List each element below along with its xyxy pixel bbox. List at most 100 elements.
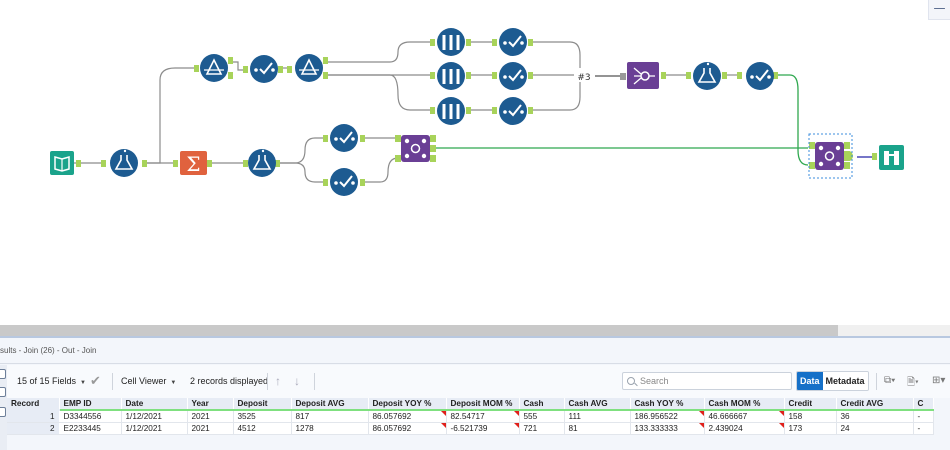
browse-tool[interactable] bbox=[879, 145, 904, 170]
table-cell[interactable]: 4512 bbox=[233, 422, 292, 435]
select-tool[interactable] bbox=[250, 55, 278, 83]
column-header[interactable]: Deposit bbox=[233, 398, 292, 411]
table-cell[interactable]: 81 bbox=[564, 422, 631, 435]
union-tool[interactable] bbox=[627, 62, 659, 89]
column-header[interactable]: Year bbox=[187, 398, 234, 411]
join-tool[interactable] bbox=[401, 135, 430, 162]
table-cell[interactable]: 111 bbox=[564, 410, 631, 423]
union-label: #3 bbox=[577, 73, 590, 83]
multi-row-formula-tool[interactable] bbox=[437, 28, 465, 56]
column-header[interactable]: EMP ID bbox=[59, 398, 122, 411]
select-tool[interactable] bbox=[499, 97, 527, 125]
save-icon[interactable]: 🗎▾ bbox=[907, 377, 919, 388]
table-cell[interactable]: - bbox=[913, 422, 934, 435]
connection bbox=[280, 137, 326, 164]
join-tool-selected[interactable] bbox=[815, 142, 844, 170]
table-cell[interactable]: 817 bbox=[291, 410, 369, 423]
table-cell[interactable]: 86.057692 bbox=[368, 422, 447, 435]
metadata-view-button[interactable]: Metadata bbox=[822, 372, 868, 390]
cell-viewer-dropdown[interactable]: Cell Viewer▼ bbox=[121, 376, 177, 386]
table-cell[interactable]: E2233445 bbox=[59, 422, 122, 435]
minimize-button[interactable]: — bbox=[928, 0, 950, 20]
summarize-tool[interactable]: Σ bbox=[180, 151, 207, 176]
column-header[interactable]: Cash YOY % bbox=[630, 398, 705, 411]
column-header[interactable]: Cash AVG bbox=[564, 398, 631, 411]
records-displayed: 2 records displayed bbox=[190, 376, 269, 386]
arrow-down-icon[interactable]: ↓ bbox=[294, 374, 300, 388]
column-header[interactable]: C bbox=[913, 398, 934, 411]
union-anchor bbox=[620, 73, 626, 80]
filter-tool[interactable] bbox=[295, 54, 323, 82]
side-grid-icon[interactable] bbox=[0, 369, 6, 379]
record-number: 1 bbox=[7, 410, 60, 423]
anchors bbox=[76, 39, 877, 186]
copy-icon[interactable]: ⧉▾ bbox=[884, 375, 896, 386]
table-cell[interactable]: 173 bbox=[784, 422, 837, 435]
search-input[interactable]: Search bbox=[622, 372, 792, 390]
table-cell[interactable]: 1/12/2021 bbox=[121, 410, 188, 423]
select-tool[interactable] bbox=[499, 62, 527, 90]
chevron-down-icon: ▼ bbox=[80, 380, 86, 386]
results-title: sults - Join (26) - Out - Join bbox=[0, 338, 950, 364]
multi-row-formula-tool[interactable] bbox=[437, 97, 465, 125]
column-header[interactable]: Cash MOM % bbox=[704, 398, 785, 411]
results-toolbar: 15 of 15 Fields▼ ✔ Cell Viewer▼ 2 record… bbox=[7, 365, 950, 398]
column-header[interactable]: Date bbox=[121, 398, 188, 411]
column-header[interactable]: Credit bbox=[784, 398, 837, 411]
multi-row-formula-tool[interactable] bbox=[437, 62, 465, 90]
apply-check-icon[interactable]: ✔ bbox=[90, 373, 101, 388]
column-header[interactable]: Cash bbox=[519, 398, 565, 411]
table-cell[interactable]: 24 bbox=[836, 422, 914, 435]
workflow-canvas[interactable]: Σ bbox=[0, 0, 950, 325]
view-toggle: Data Metadata bbox=[796, 371, 869, 391]
table-cell[interactable]: 36 bbox=[836, 410, 914, 423]
formula-tool[interactable] bbox=[693, 62, 721, 90]
column-header[interactable]: Deposit AVG bbox=[291, 398, 369, 411]
table-cell[interactable]: 1278 bbox=[291, 422, 369, 435]
table-cell[interactable]: 158 bbox=[784, 410, 837, 423]
column-header[interactable]: Deposit MOM % bbox=[446, 398, 520, 411]
connection bbox=[327, 74, 432, 111]
table-row: 1 D3344556 1/12/2021 2021 3525 817 86.05… bbox=[7, 410, 934, 423]
table-cell[interactable]: 2021 bbox=[187, 422, 234, 435]
column-header[interactable]: Credit AVG bbox=[836, 398, 914, 411]
side-record-icon[interactable] bbox=[0, 387, 6, 397]
filter-tool[interactable] bbox=[200, 54, 228, 82]
table-cell[interactable]: 721 bbox=[519, 422, 565, 435]
table-cell[interactable]: 82.54717 bbox=[446, 410, 520, 423]
formula-tool[interactable] bbox=[110, 149, 138, 177]
formula-tool[interactable] bbox=[248, 149, 276, 177]
table-cell[interactable]: 46.666667 bbox=[704, 410, 785, 423]
select-tool[interactable] bbox=[746, 62, 774, 90]
connection-to-join bbox=[778, 74, 809, 166]
side-message-icon[interactable] bbox=[0, 407, 6, 417]
add-icon[interactable]: ⊞▾ bbox=[932, 375, 946, 386]
column-header[interactable]: Deposit YOY % bbox=[368, 398, 447, 411]
chevron-down-icon: ▼ bbox=[170, 380, 177, 386]
table-cell[interactable]: 133.333333 bbox=[630, 422, 705, 435]
table-cell[interactable]: -6.521739 bbox=[446, 422, 520, 435]
table-cell[interactable]: 86.057692 bbox=[368, 410, 447, 423]
table-cell[interactable]: - bbox=[913, 410, 934, 423]
svg-text:Σ: Σ bbox=[186, 152, 200, 176]
table-cell[interactable]: D3344556 bbox=[59, 410, 122, 423]
connection bbox=[280, 162, 326, 183]
select-tool[interactable] bbox=[499, 28, 527, 56]
fields-selector[interactable]: 15 of 15 Fields▼ bbox=[17, 376, 86, 386]
input-data-tool[interactable] bbox=[50, 151, 74, 175]
panel-splitter[interactable] bbox=[0, 325, 950, 338]
table-cell[interactable]: 555 bbox=[519, 410, 565, 423]
table-cell[interactable]: 186.956522 bbox=[630, 410, 705, 423]
table-cell[interactable]: 3525 bbox=[233, 410, 292, 423]
table-row: 2 E2233445 1/12/2021 2021 4512 1278 86.0… bbox=[7, 422, 934, 435]
arrow-up-icon[interactable]: ↑ bbox=[275, 374, 281, 388]
column-header[interactable]: Record bbox=[7, 398, 60, 411]
table-header-row: Record EMP ID Date Year Deposit Deposit … bbox=[7, 398, 934, 411]
table-cell[interactable]: 2021 bbox=[187, 410, 234, 423]
table-cell[interactable]: 1/12/2021 bbox=[121, 422, 188, 435]
data-view-button[interactable]: Data bbox=[797, 372, 823, 390]
select-tool[interactable] bbox=[330, 168, 358, 196]
select-tool[interactable] bbox=[330, 124, 358, 152]
search-icon bbox=[627, 377, 635, 385]
table-cell[interactable]: 2.439024 bbox=[704, 422, 785, 435]
